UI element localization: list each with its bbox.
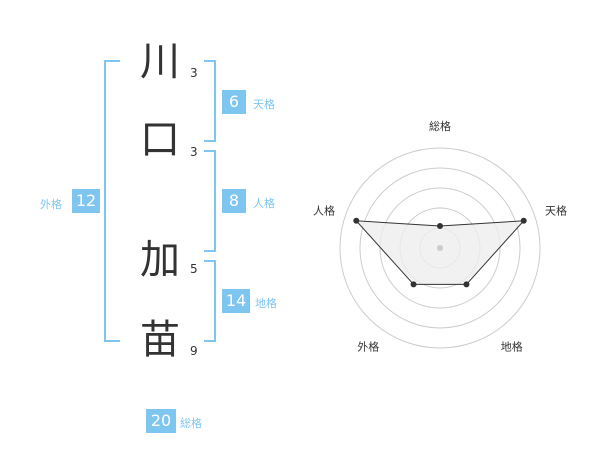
radar-ring-5 [339,147,541,349]
gaikaku-bracket [104,60,120,342]
gaikaku-value: 12 [72,189,100,213]
stroke-count-1: 3 [190,66,198,80]
radar-center-dot [437,245,443,251]
radar-point-3 [463,281,470,288]
radar-point-1 [437,223,443,229]
radar-point-2 [520,217,527,224]
name-char-1: 川 [140,39,180,85]
chikaku-bracket [204,260,216,342]
name-char-3: 加 [140,237,180,283]
soukaku-value: 20 [146,409,176,433]
stroke-count-3: 5 [190,262,198,276]
tenkaku-bracket [204,60,216,142]
name-char-4: 苗 [140,317,180,363]
tenkaku-label: 天格 [253,98,275,111]
radar-point-5 [353,217,360,224]
radar-point-4 [410,281,417,288]
chikaku-value: 14 [222,289,250,313]
radar-axis-label-2: 天格 [545,203,567,217]
soukaku-label: 総格 [180,417,202,430]
tenkaku-value: 6 [222,90,246,114]
jinkaku-bracket [204,150,216,252]
radar-ring-4 [359,167,521,329]
radar-axis-label-1: 総格 [429,119,451,133]
chikaku-label: 地格 [255,297,277,310]
radar-axis-label-5: 人格 [313,203,335,217]
radar-polygon [355,220,525,285]
stroke-count-2: 3 [190,145,198,159]
radar-ring-3 [379,187,501,309]
jinkaku-label: 人格 [253,197,275,210]
radar-axis-label-4: 外格 [357,340,379,354]
radar-axis-label-3: 地格 [501,340,523,354]
jinkaku-value: 8 [222,189,246,213]
gaikaku-label: 外格 [40,198,62,211]
name-char-2: 口 [140,117,180,163]
stroke-count-4: 9 [190,344,198,358]
